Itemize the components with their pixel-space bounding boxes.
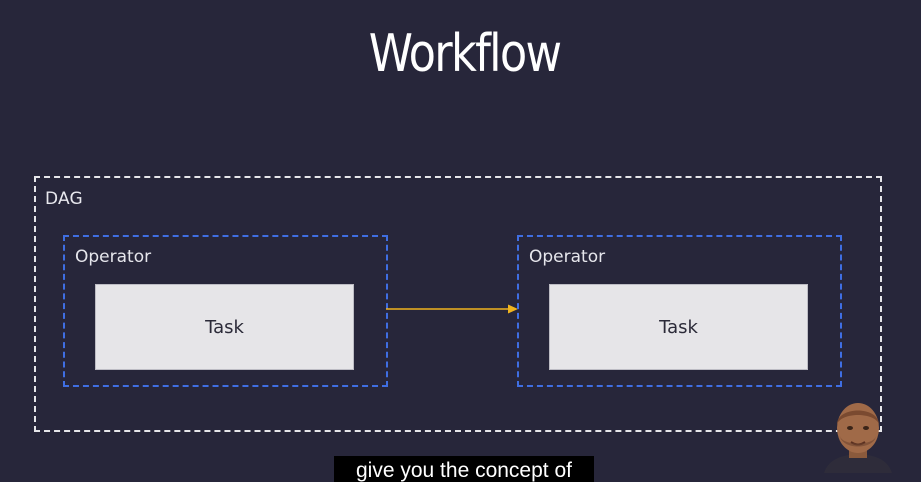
operator-box-1: Operator Task [63,235,388,387]
operator-label: Operator [75,247,152,267]
dag-label: DAG [45,189,83,209]
operator-box-2: Operator Task [517,235,842,387]
slide-title: Workflow [368,24,562,84]
task-box-1: Task [95,284,354,370]
dependency-arrow [386,304,518,314]
task-box-2: Task [549,284,808,370]
video-caption: give you the concept of [334,456,594,482]
presenter-webcam-image [824,403,892,473]
dag-container [34,176,882,432]
operator-label: Operator [529,247,606,267]
